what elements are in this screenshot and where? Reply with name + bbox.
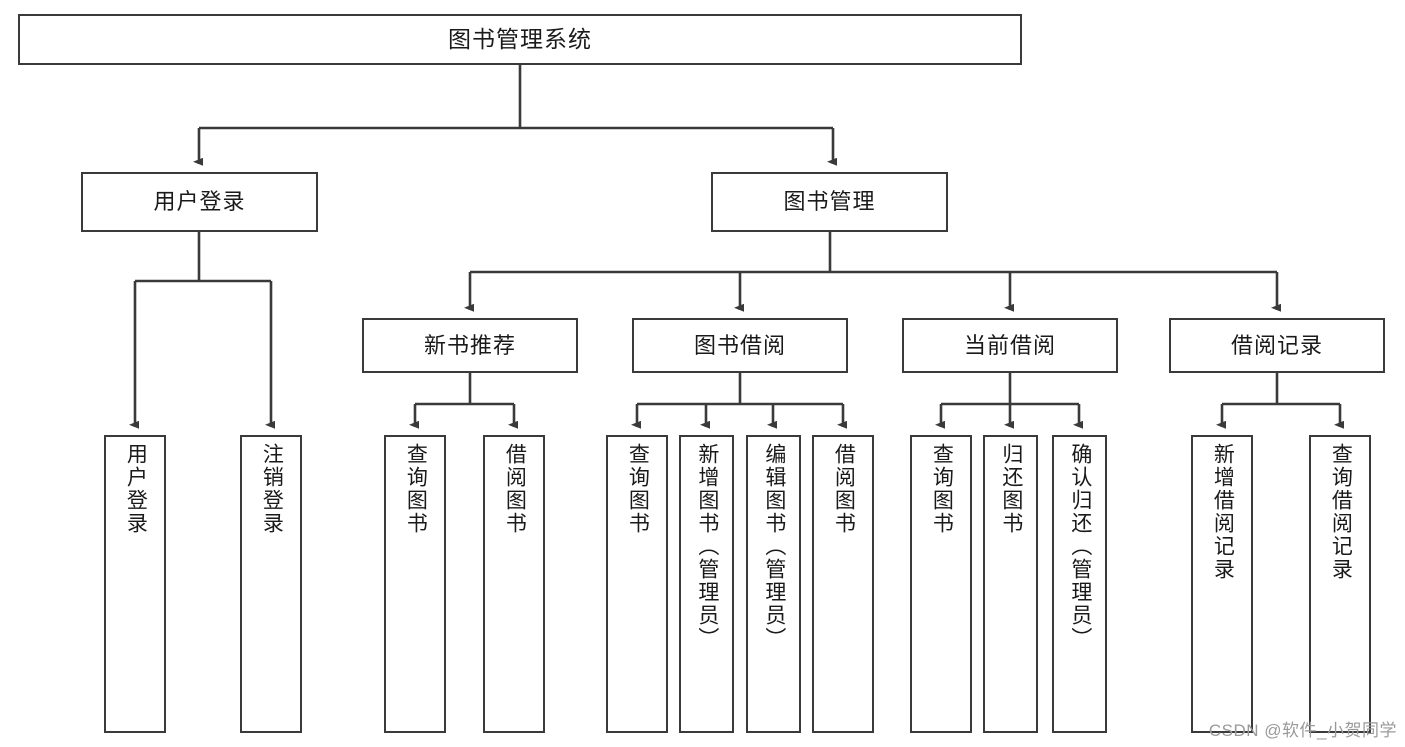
node-leaf-logout[interactable]: 注销登录 — [240, 435, 302, 733]
node-label: 编辑图书（管理员） — [762, 443, 786, 650]
node-label: 用户登录 — [124, 443, 148, 535]
node-root-book-management-system[interactable]: 图书管理系统 — [18, 14, 1022, 65]
node-label: 确认归还（管理员） — [1068, 443, 1092, 650]
node-label: 新增借阅记录 — [1211, 443, 1235, 581]
node-leaf-borrow-book-new[interactable]: 借阅图书 — [483, 435, 545, 733]
node-user-login[interactable]: 用户登录 — [81, 172, 318, 232]
node-book-borrowing[interactable]: 图书借阅 — [632, 318, 848, 373]
node-leaf-query-borrow-record[interactable]: 查询借阅记录 — [1309, 435, 1371, 733]
node-leaf-edit-book-admin[interactable]: 编辑图书（管理员） — [746, 435, 801, 733]
node-label: 当前借阅 — [963, 332, 1056, 358]
node-label: 用户登录 — [153, 189, 246, 215]
watermark-csdn: CSDN @软件_小贺同学 — [1208, 721, 1397, 740]
node-leaf-query-book-current[interactable]: 查询图书 — [910, 435, 972, 733]
node-label: 新增图书（管理员） — [695, 443, 719, 650]
node-label: 查询图书 — [930, 443, 954, 535]
node-label: 归还图书 — [999, 443, 1023, 535]
node-leaf-confirm-return-admin[interactable]: 确认归还（管理员） — [1052, 435, 1107, 733]
node-leaf-add-borrow-record[interactable]: 新增借阅记录 — [1191, 435, 1253, 733]
node-leaf-borrow-book-borrow[interactable]: 借阅图书 — [812, 435, 874, 733]
node-label: 借阅图书 — [503, 443, 527, 535]
node-current-borrowing[interactable]: 当前借阅 — [902, 318, 1118, 373]
node-label: 图书管理 — [783, 189, 876, 215]
node-leaf-query-book-new[interactable]: 查询图书 — [384, 435, 446, 733]
node-label: 查询图书 — [626, 443, 650, 535]
node-borrowing-records[interactable]: 借阅记录 — [1169, 318, 1385, 373]
node-label: 借阅记录 — [1230, 332, 1323, 358]
node-label: 查询图书 — [404, 443, 428, 535]
node-label: 图书借阅 — [693, 332, 786, 358]
node-label: 查询借阅记录 — [1329, 443, 1353, 581]
node-leaf-user-login[interactable]: 用户登录 — [104, 435, 166, 733]
node-label: 注销登录 — [260, 443, 284, 535]
node-label: 图书管理系统 — [448, 25, 592, 52]
node-leaf-return-book[interactable]: 归还图书 — [983, 435, 1038, 733]
node-label: 新书推荐 — [423, 332, 516, 358]
node-leaf-query-book-borrow[interactable]: 查询图书 — [606, 435, 668, 733]
node-leaf-add-book-admin[interactable]: 新增图书（管理员） — [679, 435, 734, 733]
node-book-management[interactable]: 图书管理 — [711, 172, 948, 232]
node-new-book-recommendation[interactable]: 新书推荐 — [362, 318, 578, 373]
node-label: 借阅图书 — [832, 443, 856, 535]
